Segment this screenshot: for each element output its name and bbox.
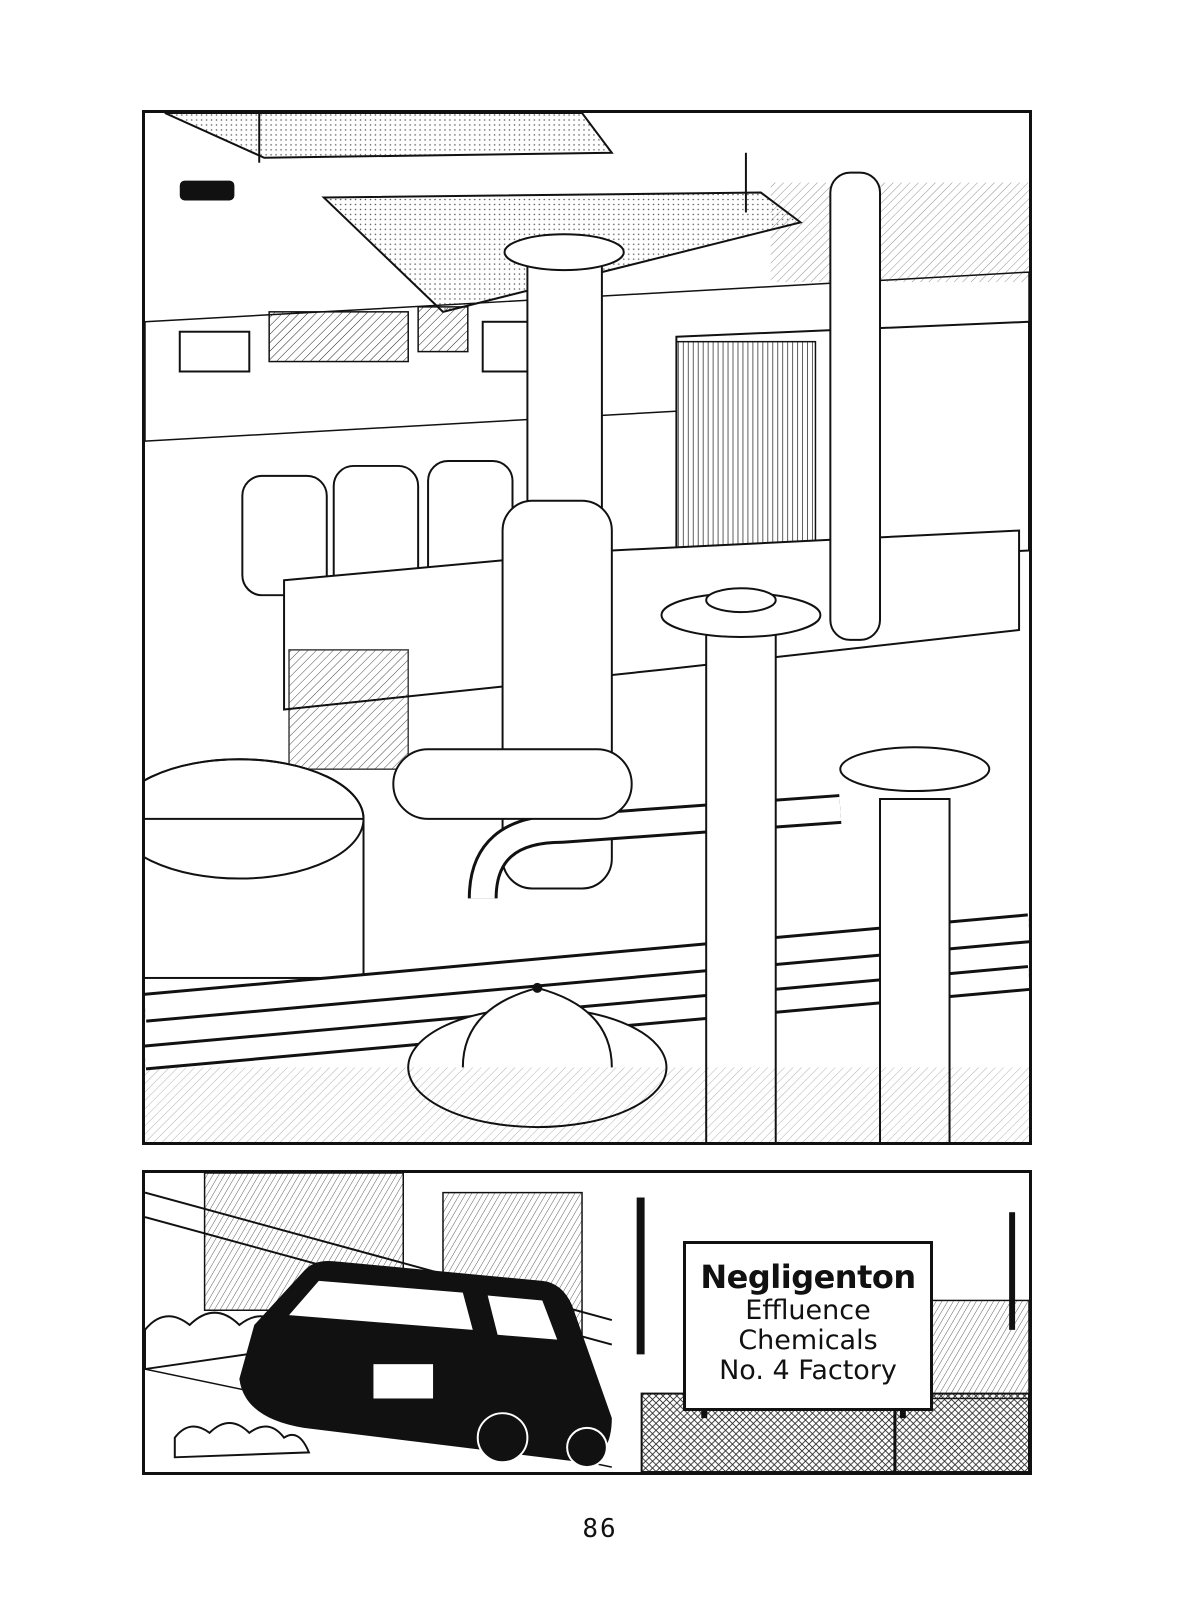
factory-aerial-panel: [142, 110, 1032, 1145]
factory-sign-line-1: Effluence: [745, 1295, 871, 1326]
factory-aerial-illustration: [145, 113, 1029, 1142]
car-street-illustration: [145, 1173, 1029, 1472]
page-number: 86: [582, 1514, 618, 1544]
factory-sign-line-2: Chemicals: [738, 1325, 878, 1356]
factory-sign: Negligenton Effluence Chemicals No. 4 Fa…: [683, 1241, 933, 1411]
factory-sign-line-3: No. 4 Factory: [719, 1355, 897, 1386]
factory-sign-panel: Negligenton Effluence Chemicals No. 4 Fa…: [142, 1170, 1032, 1475]
factory-sign-title: Negligenton: [700, 1258, 916, 1296]
